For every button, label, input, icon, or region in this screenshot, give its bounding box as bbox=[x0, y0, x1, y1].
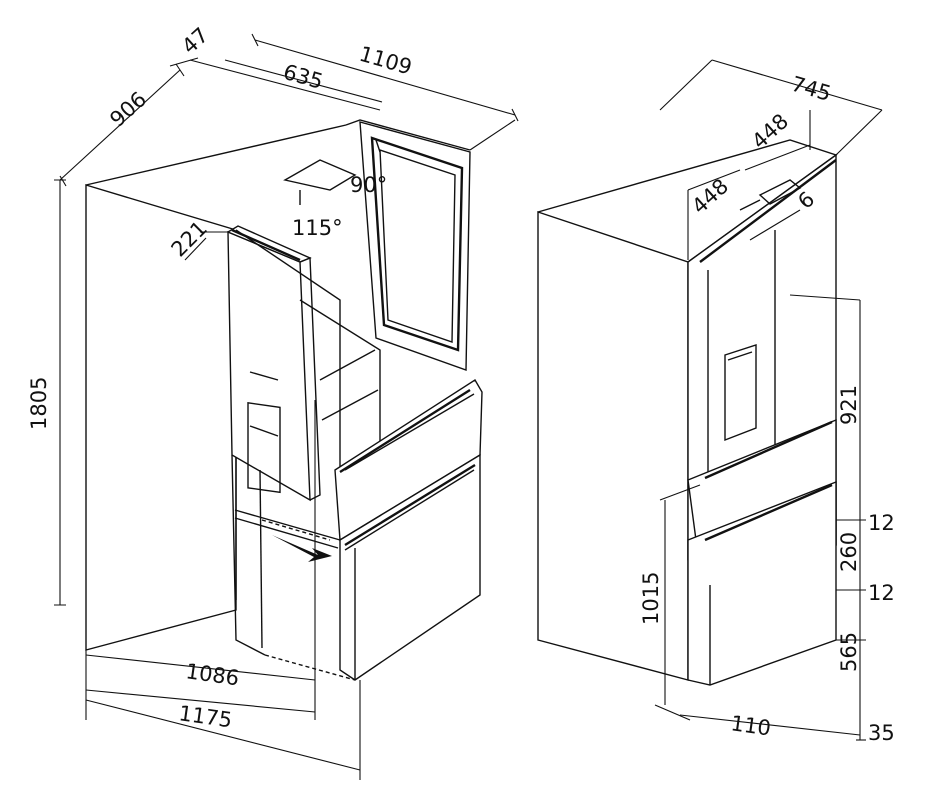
dim-448b-label: 448 bbox=[687, 174, 733, 219]
cabinet-top-edge bbox=[85, 124, 347, 186]
lower-drawer bbox=[339, 453, 481, 681]
dim-1109-label: 1109 bbox=[357, 42, 415, 80]
dim-1805-label: 1805 bbox=[27, 377, 51, 430]
dim-line-906 bbox=[59, 69, 181, 181]
dim-line-448b bbox=[744, 144, 811, 171]
closed-dispenser bbox=[724, 344, 757, 442]
angle-115-label: 115° bbox=[292, 216, 343, 240]
dim-12b-label: 12 bbox=[868, 581, 895, 605]
dim-line-6 bbox=[749, 209, 801, 241]
drawer-pull-arrow bbox=[272, 535, 332, 562]
right-fridge-view: 745 448 448 6 921 12 260 12 1015 565 110… bbox=[537, 59, 895, 745]
dim-565-label: 565 bbox=[837, 632, 861, 672]
cabinet-side-panel bbox=[85, 184, 237, 651]
dim-635-label: 635 bbox=[281, 60, 326, 94]
dim-line-745 bbox=[711, 59, 883, 111]
dim-921-label: 921 bbox=[837, 385, 861, 425]
dim-line-1175 bbox=[85, 689, 316, 713]
water-dispenser bbox=[247, 402, 281, 494]
dim-line-1086 bbox=[85, 654, 316, 681]
dim-line-110 bbox=[679, 714, 861, 736]
dim-35-label: 35 bbox=[868, 721, 895, 745]
dim-906-label: 906 bbox=[105, 87, 151, 132]
left-fridge-view: 906 47 1109 635 90° 115° 221 1805 1086 1… bbox=[27, 23, 519, 780]
dim-221-label: 221 bbox=[167, 216, 212, 261]
angle-90-label: 90° bbox=[350, 173, 387, 197]
dim-1175-label: 1175 bbox=[177, 701, 233, 732]
dim-260-label: 260 bbox=[837, 532, 861, 572]
dim-448a-label: 448 bbox=[747, 109, 793, 154]
dim-47-label: 47 bbox=[177, 23, 213, 59]
upper-drawer bbox=[334, 379, 483, 542]
dim-745-label: 745 bbox=[789, 72, 834, 106]
closed-lower-drawer bbox=[687, 480, 837, 686]
dim-12a-label: 12 bbox=[868, 511, 895, 535]
dim-line-635 bbox=[224, 59, 383, 103]
dim-1086-label: 1086 bbox=[184, 659, 240, 690]
dim-1015-label: 1015 bbox=[639, 572, 663, 625]
dim-110-label: 110 bbox=[729, 711, 772, 740]
dim-line-1109 bbox=[254, 39, 516, 116]
dim-line-221 bbox=[184, 237, 207, 261]
